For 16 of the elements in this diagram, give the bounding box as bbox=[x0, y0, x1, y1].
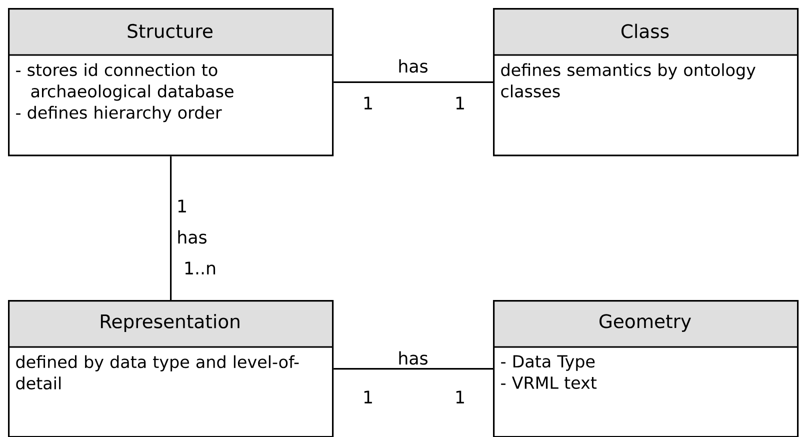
edge-label: has bbox=[175, 228, 209, 246]
multiplicity-label: 1 bbox=[456, 96, 464, 110]
connector-line bbox=[170, 156, 172, 300]
class-box: Representation defined by data type and level-of-detail bbox=[8, 300, 334, 437]
multiplicity-label: 1 bbox=[178, 200, 186, 212]
connector-line bbox=[334, 368, 493, 370]
multiplicity-label: 1..n bbox=[185, 262, 216, 274]
edge-label: has bbox=[396, 58, 430, 74]
class-box: Class defines semantics by ontology classes bbox=[493, 8, 799, 156]
connector-line bbox=[334, 81, 493, 83]
edge-label: has bbox=[396, 350, 430, 366]
multiplicity-label: 1 bbox=[364, 390, 372, 404]
multiplicity-label: 1 bbox=[364, 96, 372, 110]
class-box: Structure - stores id connection to archaeological database - defines hierarchy order bbox=[8, 8, 334, 156]
multiplicity-label: 1 bbox=[456, 390, 464, 404]
class-box: Geometry - Data Type - VRML text bbox=[493, 300, 799, 437]
